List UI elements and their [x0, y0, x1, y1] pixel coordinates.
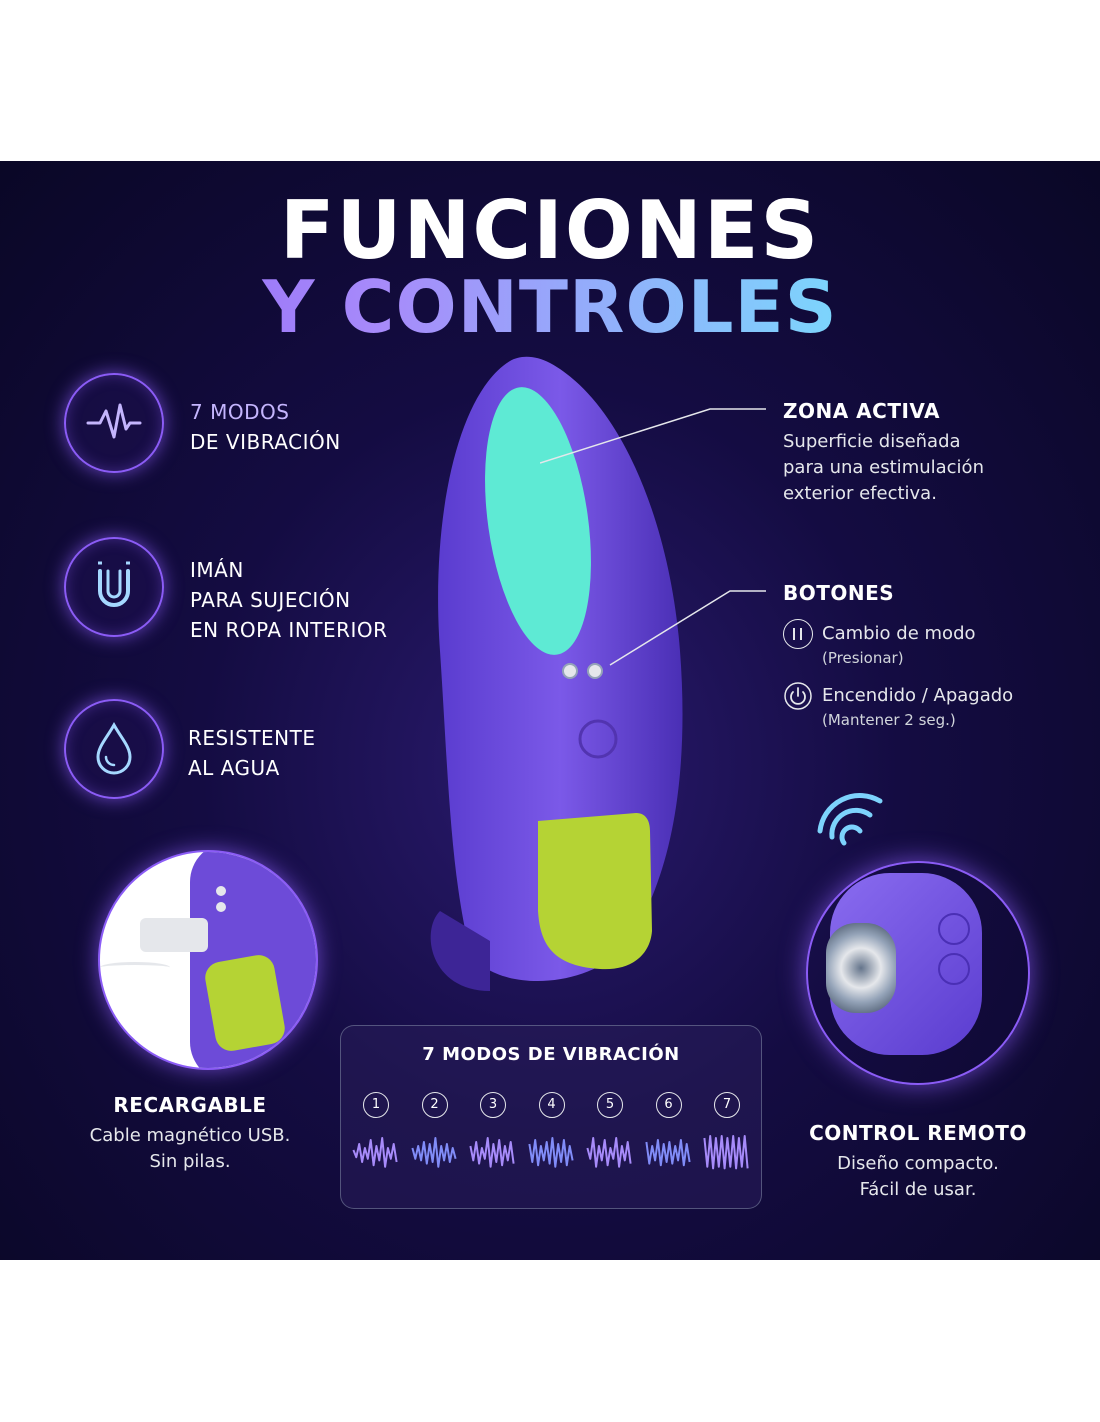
usb-cable-plug	[140, 918, 208, 952]
power-hint: (Mantener 2 seg.)	[822, 711, 956, 729]
recargable-title: RECARGABLE	[113, 1093, 267, 1117]
power-label: Encendido / Apagado	[822, 685, 1014, 706]
control-remoto-line-1: Diseño compacto.	[837, 1153, 999, 1174]
mode-button-dot	[562, 663, 578, 679]
title-line-2: Y CONTROLES	[0, 271, 1100, 343]
feature-water-line-2: AL AGUA	[188, 756, 280, 780]
remote-control	[826, 873, 982, 1055]
zona-activa-line-1: Superficie diseñada	[783, 431, 961, 452]
zona-activa-line-2: para una estimulación	[783, 457, 984, 478]
remote-power-button	[938, 953, 970, 985]
feature-vibration-line-2: DE VIBRACIÓN	[190, 430, 341, 454]
control-remoto-line-2: Fácil de usar.	[859, 1179, 977, 1200]
feature-vibration-line-1: 7 MODOS	[190, 400, 290, 424]
mode-number-3: 3	[480, 1092, 506, 1118]
mode-change-label: Cambio de modo	[822, 623, 976, 644]
mode-number-7: 7	[714, 1092, 740, 1118]
feature-magnet-line-3: EN ROPA INTERIOR	[190, 618, 388, 642]
control-remoto-text: CONTROL REMOTO Diseño compacto. Fácil de…	[790, 1121, 1046, 1203]
magnet-icon	[98, 561, 130, 607]
pause-icon	[783, 619, 813, 649]
power-icon	[578, 719, 618, 759]
control-remoto-title: CONTROL REMOTO	[809, 1121, 1027, 1145]
feature-magnet-line-2: PARA SUJECIÓN	[190, 588, 351, 612]
waveform-icon-4	[527, 1137, 574, 1168]
heartbeat-icon	[86, 403, 142, 439]
water-drop-icon-ring	[64, 699, 164, 799]
recargable-line-1: Cable magnético USB.	[89, 1125, 291, 1146]
power-button-dot	[587, 663, 603, 679]
title-line-1: FUNCIONES	[279, 184, 821, 277]
product-banner: FUNCIONES Y CONTROLES 7 MODOS DE VIBRACI…	[0, 161, 1100, 1260]
callout-lines	[540, 408, 766, 666]
waveform-icon-1	[352, 1137, 398, 1168]
remote-ring	[806, 861, 1030, 1085]
magnet-icon-ring	[64, 537, 164, 637]
mode-number-6: 6	[655, 1092, 682, 1118]
botones-title: BOTONES	[783, 581, 895, 605]
modes-title: 7 MODOS DE VIBRACIÓN	[422, 1044, 680, 1065]
zona-activa-title: ZONA ACTIVA	[783, 399, 941, 423]
device-illustration	[430, 356, 683, 991]
mode-number-4: 4	[538, 1092, 565, 1118]
zona-activa-line-3: exterior efectiva.	[783, 483, 937, 504]
feature-water-line-1: RESISTENTE	[188, 726, 316, 750]
recargable-text: RECARGABLE Cable magnético USB. Sin pila…	[60, 1093, 320, 1175]
waveform-icon-2	[410, 1137, 457, 1168]
mode-change-hint: (Presionar)	[822, 649, 904, 667]
mode-number-1: 1	[363, 1092, 389, 1118]
wifi-icon	[817, 793, 883, 846]
feature-magnet-line-1: IMÁN	[190, 558, 244, 582]
waveform-icon-6	[644, 1139, 691, 1167]
remote-mode-button	[938, 913, 970, 945]
heartbeat-icon-ring	[64, 373, 164, 473]
waveform-icon-3	[469, 1137, 515, 1168]
recargable-line-2: Sin pilas.	[149, 1151, 231, 1172]
power-icon	[784, 682, 812, 710]
zona-activa-callout: ZONA ACTIVA Superficie diseñada para una…	[783, 399, 984, 507]
water-drop-icon	[96, 721, 132, 775]
botones-callout: BOTONES	[783, 581, 894, 605]
waveform-icon-5	[586, 1137, 632, 1168]
mode-number-2: 2	[421, 1092, 448, 1118]
feature-water-text: RESISTENTE AL AGUA	[188, 723, 316, 783]
feature-magnet-text: IMÁN PARA SUJECIÓN EN ROPA INTERIOR	[190, 555, 388, 645]
active-zone-shape	[485, 387, 591, 655]
modes-panel: 7 MODOS DE VIBRACIÓN 1 2 3 4 5 6 7	[340, 1025, 762, 1209]
charging-image	[98, 850, 318, 1070]
feature-vibration-text: 7 MODOS DE VIBRACIÓN	[190, 397, 341, 457]
waveform-icon-7	[703, 1135, 749, 1170]
mode-number-5: 5	[597, 1092, 623, 1118]
lime-pad	[538, 813, 652, 970]
remote-metal-ring	[826, 923, 896, 1013]
